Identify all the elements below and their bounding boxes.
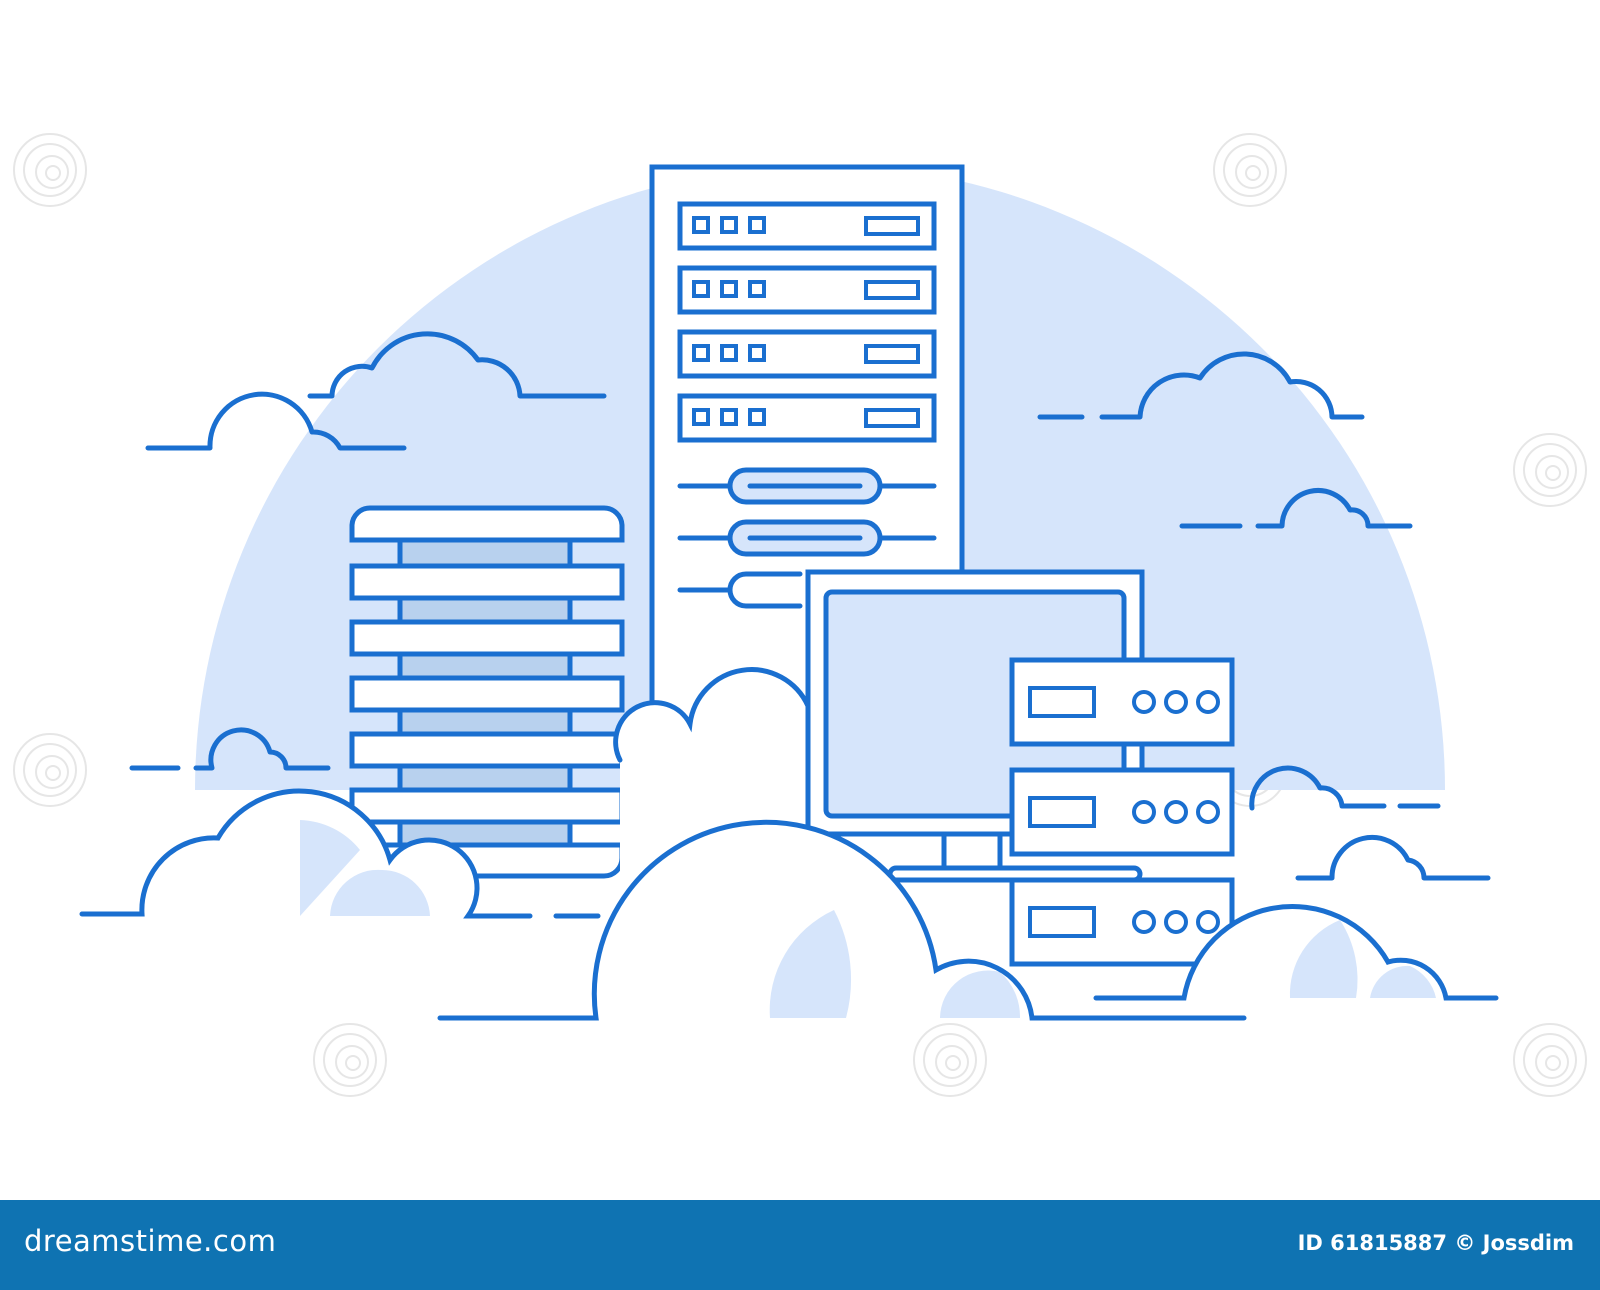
watermark-spiral-icon [313, 1023, 387, 1097]
watermark-spiral-icon [13, 733, 87, 807]
watermark-spiral-icon [1513, 1023, 1587, 1097]
footer-credit: ID 61815887 © Jossdim [1297, 1231, 1574, 1255]
cloud-left-small [129, 727, 331, 771]
database-stack [349, 505, 625, 879]
cloud-bottom-left [79, 788, 601, 919]
footer-bar: dreamstime.com ID 61815887 © Jossdim [0, 1200, 1600, 1290]
watermark-spiral-icon [1213, 133, 1287, 207]
server-units [1009, 657, 1235, 967]
cloud-top-right [1037, 351, 1413, 529]
cloud-bottom-center [437, 819, 1247, 1021]
cloud-right-small [1249, 765, 1491, 881]
cloud-bottom-right [1093, 904, 1499, 1001]
footer-brand: dreamstime.com [24, 1224, 277, 1258]
watermark-spiral-icon [913, 1023, 987, 1097]
cloud-top-left [145, 331, 607, 451]
watermark-spiral-icon [1513, 433, 1587, 507]
illustration [13, 133, 1587, 1097]
watermark-spiral-icon [13, 133, 87, 207]
